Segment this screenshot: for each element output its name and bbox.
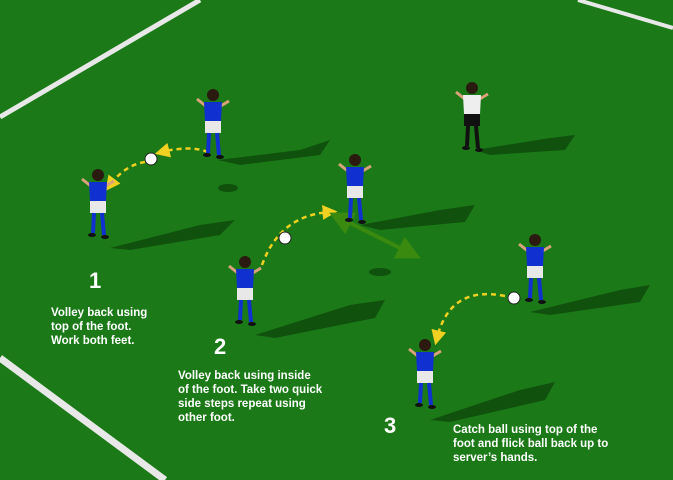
shadow xyxy=(430,382,555,422)
text-line: of the foot. Take two quick xyxy=(178,384,323,396)
pass-arrow xyxy=(260,204,338,266)
ball-shadow xyxy=(369,268,391,276)
server-figure xyxy=(455,82,489,152)
shadow xyxy=(110,220,235,250)
pitch-line xyxy=(0,0,202,120)
ball-shadow xyxy=(218,184,238,192)
ball xyxy=(507,291,521,305)
text-line: other foot. xyxy=(178,412,235,424)
shadow xyxy=(475,135,575,155)
player-figure xyxy=(81,169,115,239)
ball xyxy=(278,231,292,245)
text-line: server’s hands. xyxy=(453,452,538,464)
ball xyxy=(144,152,158,166)
player-figure xyxy=(196,89,230,159)
step-1-text: Volley back using top of the foot. Work … xyxy=(51,306,147,348)
step-2-text: Volley back using inside of the foot. Ta… xyxy=(178,369,322,425)
text-line: Volley back using xyxy=(51,307,148,319)
pitch-line xyxy=(0,355,168,480)
player-figure xyxy=(408,339,442,409)
step-3-text: Catch ball using top of the foot and fli… xyxy=(453,423,608,465)
player-figure xyxy=(228,256,262,326)
shadow xyxy=(218,140,330,165)
text-line: Catch ball using top of the xyxy=(453,424,598,436)
text-line: Work both feet. xyxy=(51,335,135,347)
shadow xyxy=(255,300,385,338)
pitch-line xyxy=(577,0,673,30)
side-step-arrow xyxy=(329,212,421,259)
shadow xyxy=(360,205,475,230)
text-line: side steps repeat using xyxy=(178,398,306,410)
player-figure xyxy=(518,234,552,304)
pass-arrow xyxy=(105,160,146,191)
shadow xyxy=(530,285,650,315)
pass-arrow xyxy=(154,142,209,158)
pass-arrow xyxy=(431,292,506,346)
step-3-number: 3 xyxy=(384,413,397,438)
player-figure xyxy=(338,154,372,224)
step-1-number: 1 xyxy=(89,268,102,293)
text-line: top of the foot. xyxy=(51,321,132,333)
text-line: foot and flick ball back up to xyxy=(453,438,609,450)
text-line: Volley back using inside xyxy=(178,370,311,382)
step-2-number: 2 xyxy=(214,334,227,359)
